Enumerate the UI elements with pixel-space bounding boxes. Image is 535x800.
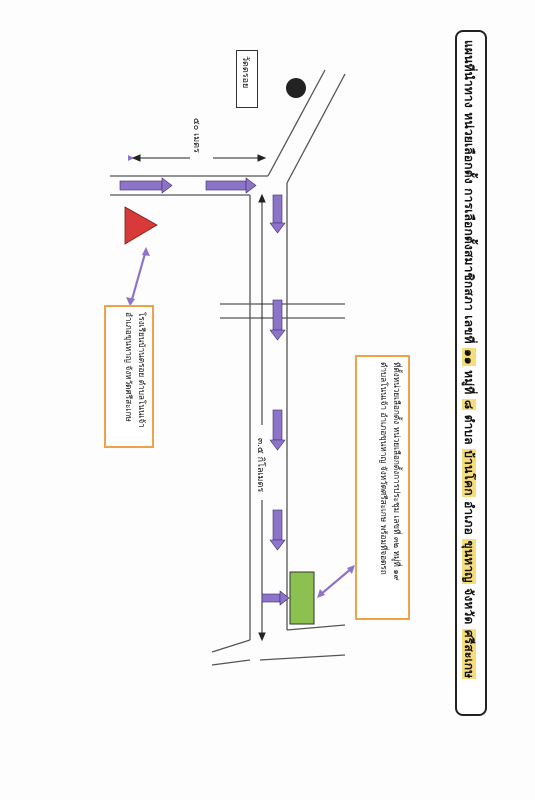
- road-bottom-right-lower: [259, 654, 346, 661]
- title-moo: ๘: [462, 398, 476, 411]
- arrow-icon: [269, 299, 286, 341]
- arrow-icon: [261, 590, 290, 606]
- route-arrows: [119, 177, 290, 606]
- road-bottom-upper: [211, 639, 251, 653]
- school-triangle-icon: [124, 206, 158, 245]
- arrow-icon: [119, 177, 173, 194]
- office-callout-line: ตำบลโนนเจ้า อำเภอขุนหาญ จังหวัดศรีสะเกษ …: [379, 362, 389, 575]
- title-moo-label: หมู่ที่: [462, 370, 476, 395]
- distance-road-indicator: [258, 193, 266, 642]
- roads: [110, 69, 346, 666]
- title-tambon: บ้านโคก: [462, 449, 476, 497]
- school-callout-text: โรงเรียนบ้านตรอย ตำบลโนนเจ้า อำเภอขุนหาญ…: [122, 312, 148, 428]
- road-diagonal-right: [286, 73, 346, 184]
- temple-dot-icon: [286, 78, 306, 98]
- title-province-label: จังหวัด: [462, 588, 476, 625]
- callout-connectors: [126, 247, 355, 598]
- office-building-icon: [289, 571, 315, 625]
- title-prefix: แผนที่นำทาง หน่วยเลือกตั้ง การเลือกตั้งส…: [462, 40, 476, 344]
- distance-top-indicator: [128, 154, 267, 162]
- map-title: แผนที่นำทาง หน่วยเลือกตั้ง การเลือกตั้งส…: [459, 40, 478, 680]
- office-callout-text: ที่ตั้งหน่วยเลือกตั้ง หน่วยเลือกตั้งการป…: [377, 362, 403, 581]
- school-callout: [104, 305, 154, 448]
- road-bottom-lower: [211, 659, 251, 666]
- title-tambon-label: ตำบล: [462, 414, 476, 445]
- arrow-icon: [269, 509, 286, 551]
- title-amphoe-label: อำเภอ: [462, 501, 476, 536]
- temple-label: วัดตรอย: [240, 56, 250, 89]
- arrow-icon: [269, 409, 286, 451]
- arrow-icon: [269, 194, 286, 234]
- temple-label-box: [236, 50, 258, 108]
- title-house-no: ๑๑: [462, 348, 476, 366]
- title-province: ศรีสะเกษ: [462, 628, 476, 680]
- office-callout: [355, 355, 410, 620]
- title-box: [455, 30, 487, 716]
- arrow-icon: [205, 177, 257, 194]
- road-bottom-right-upper: [286, 624, 346, 631]
- road-diagonal-left: [267, 69, 326, 177]
- distance-road-label: ๓.๕ กิโลเมตร: [255, 438, 265, 493]
- title-amphoe: ขุนหาญ: [462, 539, 476, 584]
- office-callout-line: ที่ตั้งหน่วยเลือกตั้ง หน่วยเลือกตั้งการป…: [392, 362, 402, 581]
- distance-top-label: ๕๐ เมตร: [191, 118, 201, 153]
- school-callout-line: โรงเรียนบ้านตรอย ตำบลโนนเจ้า: [137, 312, 147, 428]
- school-callout-line: อำเภอขุนหาญ จังหวัดศรีสะเกษ: [124, 312, 134, 422]
